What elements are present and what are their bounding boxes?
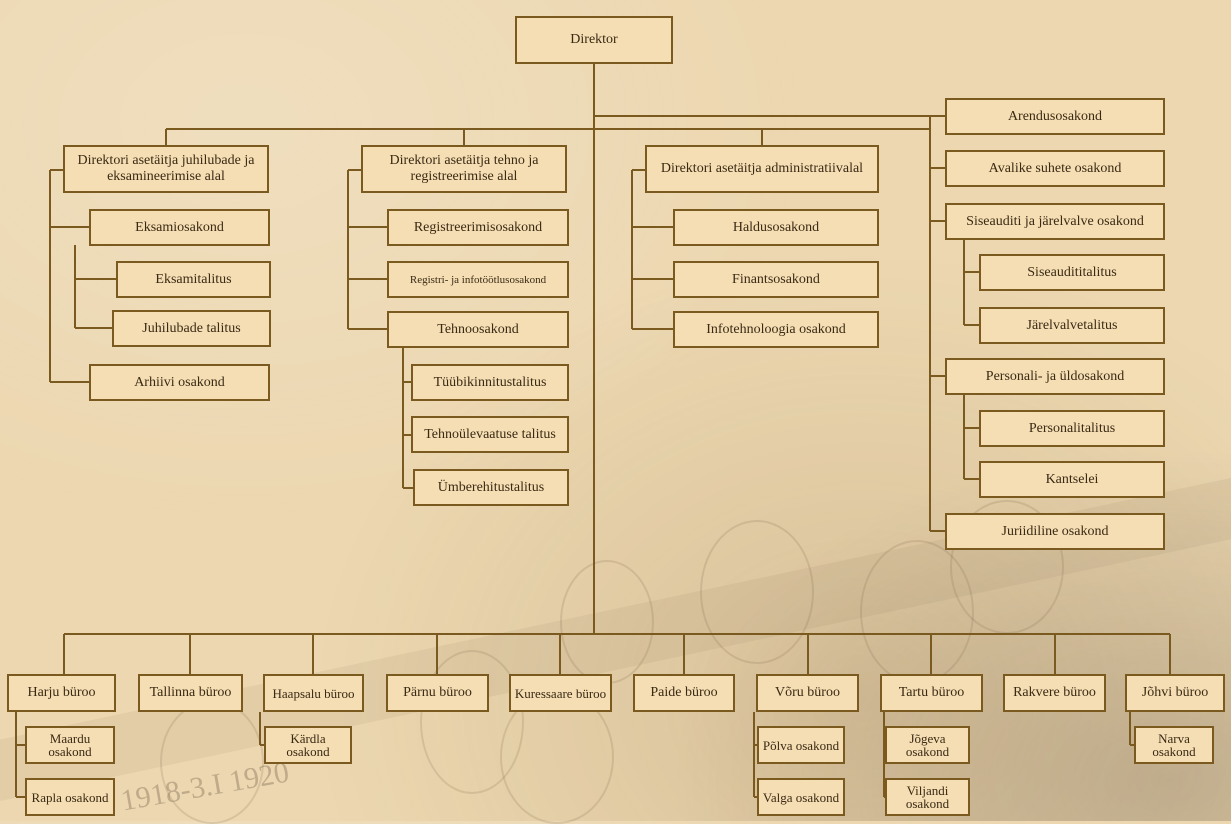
rapla-department-box: Rapla osakond bbox=[25, 778, 115, 816]
deputy-technical-box: Direktori asetäitja tehno ja registreeri… bbox=[361, 145, 567, 193]
paide-bureau-box: Paide büroo bbox=[633, 674, 735, 712]
rakvere-bureau-box: Rakvere büroo bbox=[1003, 674, 1106, 712]
exam-department-box: Eksamiosakond bbox=[89, 209, 270, 246]
valga-department-box: Valga osakond bbox=[757, 778, 845, 816]
harju-bureau-box: Harju büroo bbox=[7, 674, 116, 712]
inspection-unit-box: Tehnoülevaatuse talitus bbox=[411, 416, 569, 453]
technical-department-box: Tehnoosakond bbox=[387, 311, 569, 348]
tallinn-bureau-box: Tallinna büroo bbox=[138, 674, 243, 712]
chancellery-box: Kantselei bbox=[979, 461, 1165, 498]
director-box: Direktor bbox=[515, 16, 673, 64]
parnu-bureau-box: Pärnu büroo bbox=[386, 674, 489, 712]
personnel-department-box: Personali- ja üldosakond bbox=[945, 358, 1165, 395]
kuressaare-bureau-box: Kuressaare büroo bbox=[509, 674, 612, 712]
narva-department-box: Narva osakond bbox=[1134, 726, 1214, 764]
personnel-unit-box: Personalitalitus bbox=[979, 410, 1165, 447]
finance-department-box: Finantsosakond bbox=[673, 261, 879, 298]
deputy-administrative-box: Direktori asetäitja administratiivalal bbox=[645, 145, 879, 193]
licence-unit-box: Juhilubade talitus bbox=[112, 310, 271, 347]
kardla-department-box: Kärdla osakond bbox=[264, 726, 352, 764]
voru-bureau-box: Võru büroo bbox=[756, 674, 859, 712]
type-approval-unit-box: Tüübikinnitustalitus bbox=[411, 364, 569, 401]
johvi-bureau-box: Jõhvi büroo bbox=[1125, 674, 1225, 712]
development-department-box: Arendusosakond bbox=[945, 98, 1165, 135]
haapsalu-bureau-box: Haapsalu büroo bbox=[263, 674, 364, 712]
internal-audit-unit-box: Siseaudititalitus bbox=[979, 254, 1165, 291]
tartu-bureau-box: Tartu büroo bbox=[880, 674, 983, 712]
jogeva-department-box: Jõgeva osakond bbox=[885, 726, 970, 764]
rebuild-unit-box: Ümberehitustalitus bbox=[413, 469, 569, 506]
archive-department-box: Arhiivi osakond bbox=[89, 364, 270, 401]
exam-unit-box: Eksamitalitus bbox=[116, 261, 271, 298]
viljandi-department-box: Viljandi osakond bbox=[885, 778, 970, 816]
portrait-medallion bbox=[700, 520, 814, 664]
maardu-department-box: Maardu osakond bbox=[25, 726, 115, 764]
supervision-unit-box: Järelvalvetalitus bbox=[979, 307, 1165, 344]
public-relations-department-box: Avalike suhete osakond bbox=[945, 150, 1165, 187]
polva-department-box: Põlva osakond bbox=[757, 726, 845, 764]
deputy-driving-licence-box: Direktori asetäitja juhilubade ja eksami… bbox=[63, 145, 269, 193]
facilities-department-box: Haldusosakond bbox=[673, 209, 879, 246]
audit-department-box: Siseauditi ja järelvalve osakond bbox=[945, 203, 1165, 240]
registry-department-box: Registri- ja infotöötlusosakond bbox=[387, 261, 569, 298]
it-department-box: Infotehnoloogia osakond bbox=[673, 311, 879, 348]
legal-department-box: Juriidiline osakond bbox=[945, 513, 1165, 550]
registration-department-box: Registreerimisosakond bbox=[387, 209, 569, 246]
